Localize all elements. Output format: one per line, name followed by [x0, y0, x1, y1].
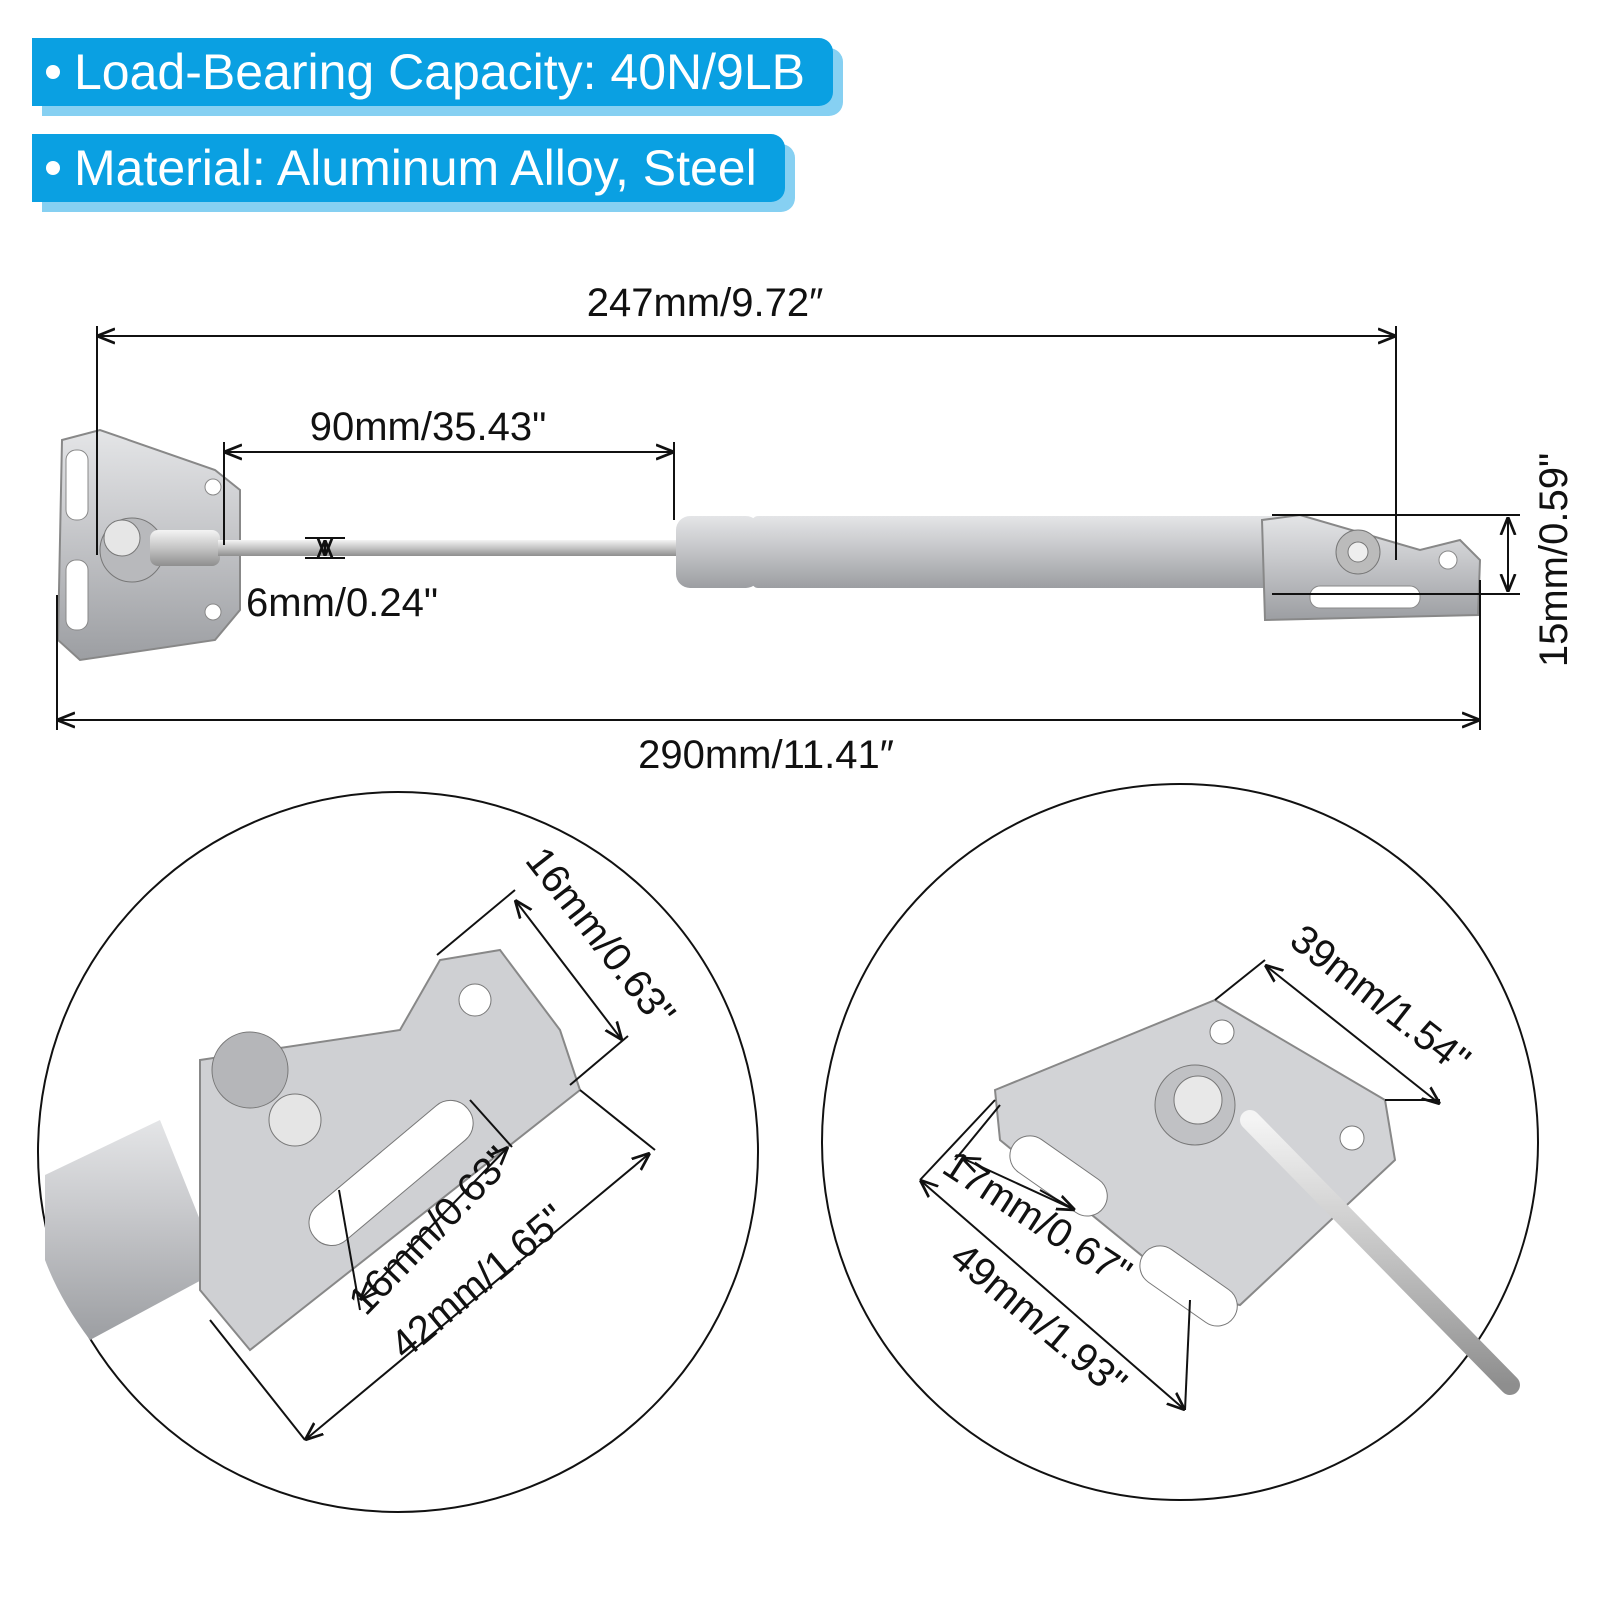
- spec-badge-material: Material: Aluminum Alloy, Steel: [32, 134, 785, 202]
- spec-label: Load-Bearing Capacity: 40N/9LB: [74, 44, 806, 100]
- bullet-icon: [46, 160, 60, 175]
- dim-rod-diameter: 6mm/0.24": [246, 581, 438, 625]
- dim-bracket-height: 15mm/0.59": [1532, 453, 1576, 667]
- spec-badge-load: Load-Bearing Capacity: 40N/9LB: [32, 38, 834, 106]
- gas-strut: [56, 428, 1482, 662]
- spec-label: Material: Aluminum Alloy, Steel: [74, 140, 757, 196]
- detail-right: [821, 783, 1539, 1501]
- piston-rod: [218, 540, 676, 556]
- bullet-icon: [46, 64, 60, 79]
- detail-left: [37, 791, 759, 1513]
- dim-overall-length: 290mm/11.41″: [638, 733, 894, 777]
- cylinder: [752, 516, 1292, 588]
- dim-stroke: 90mm/35.43": [310, 405, 547, 449]
- dim-center-to-center: 247mm/9.72″: [587, 281, 824, 325]
